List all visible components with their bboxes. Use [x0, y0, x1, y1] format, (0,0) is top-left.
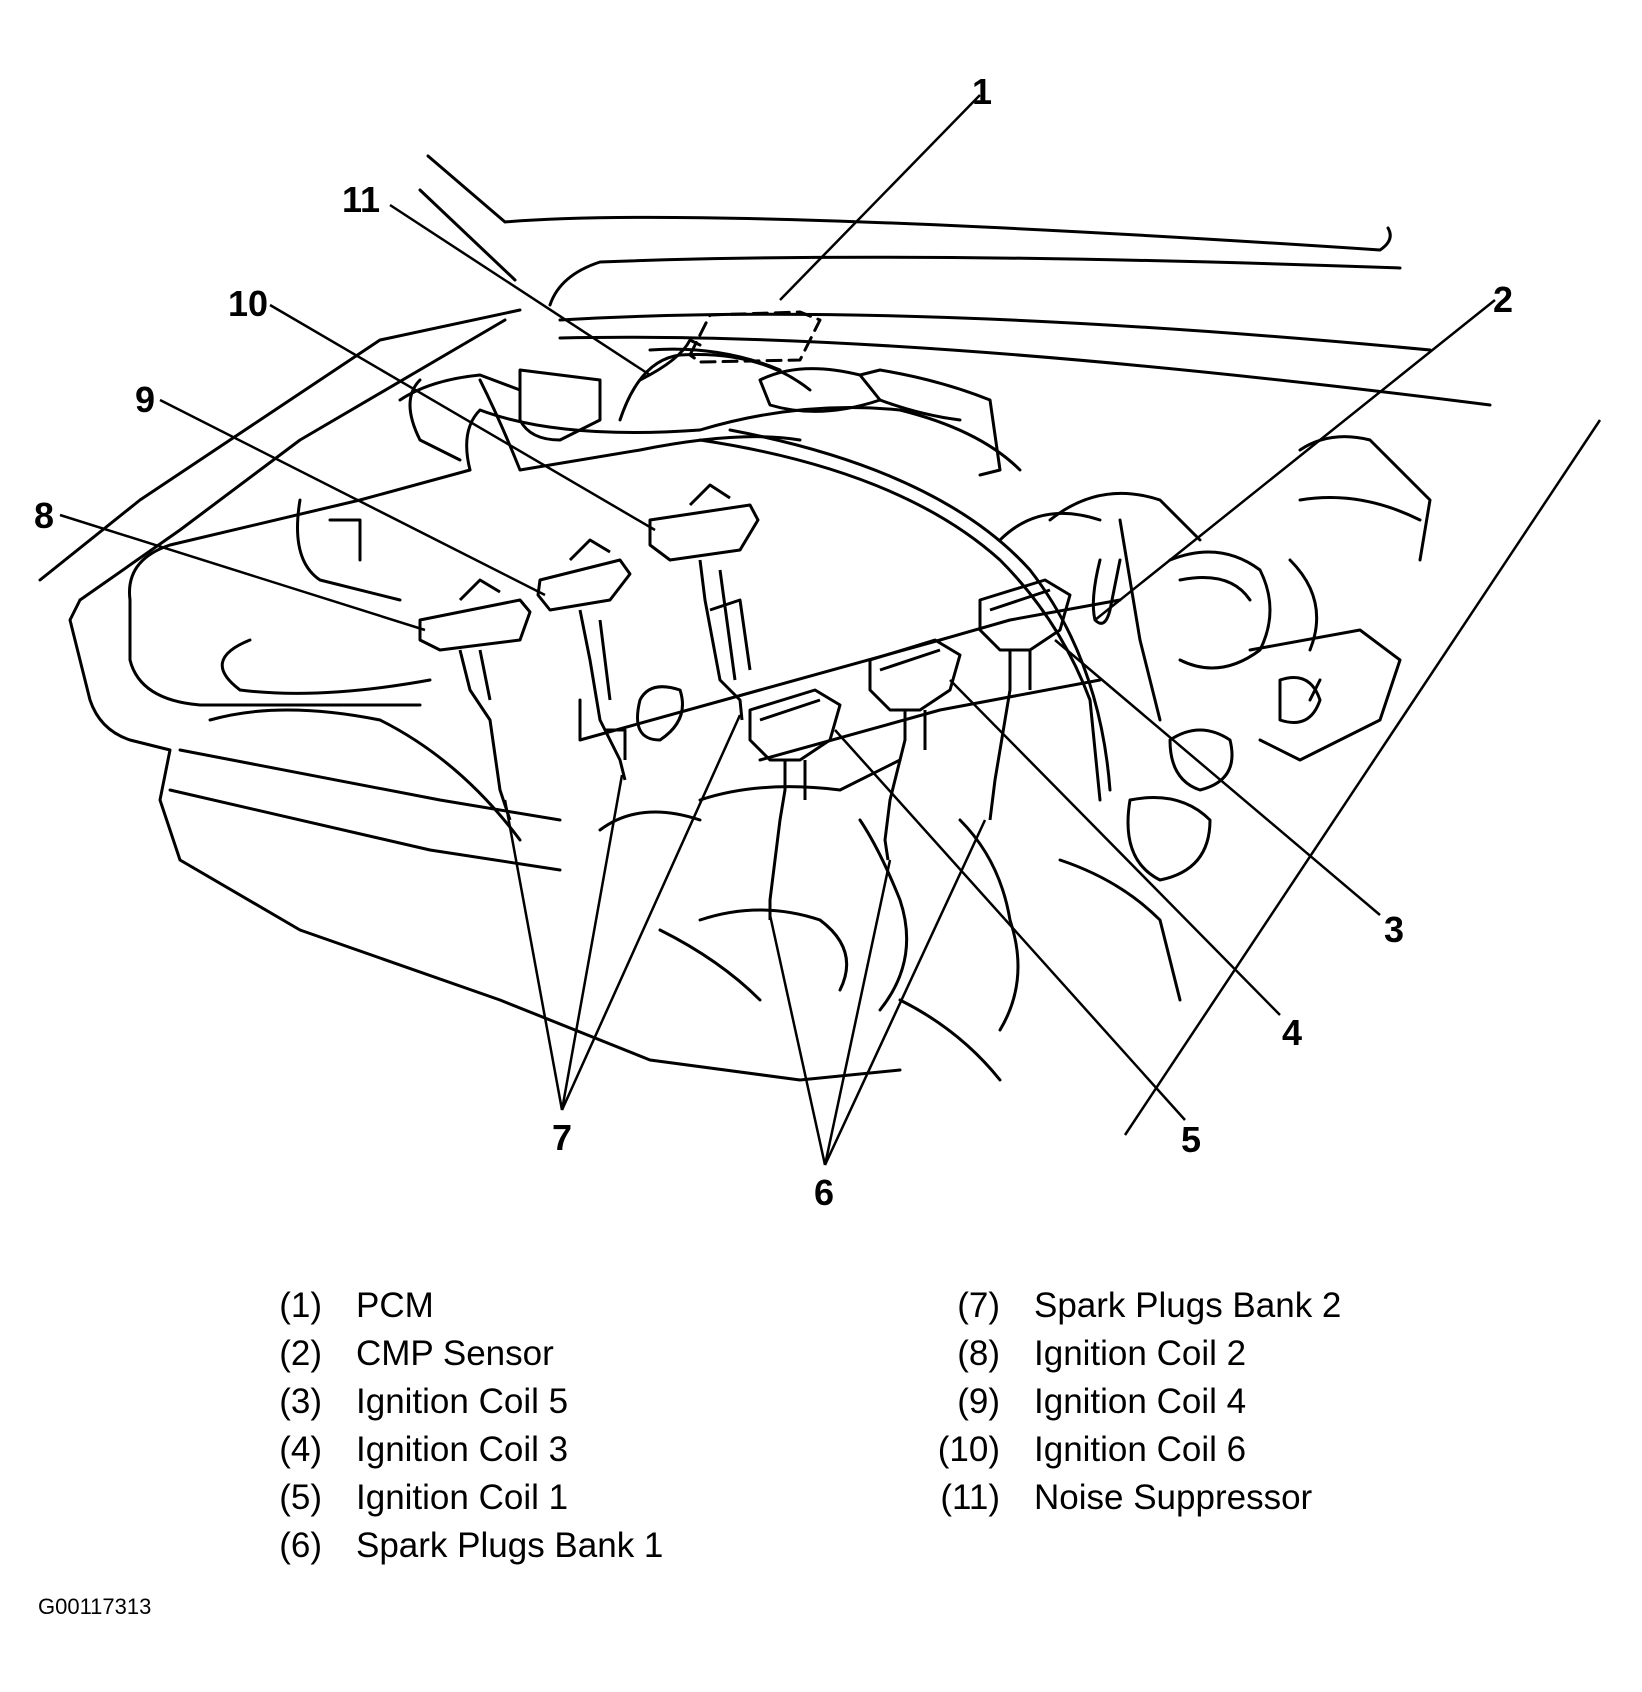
legend-item: (7)Spark Plugs Bank 2: [957, 1286, 1342, 1325]
legend-item: (8)Ignition Coil 2: [957, 1334, 1247, 1373]
callout-2: 2: [1493, 279, 1513, 320]
callout-8: 8: [34, 495, 54, 536]
legend-item: (4)Ignition Coil 3: [279, 1430, 569, 1469]
callout-4: 4: [1282, 1012, 1302, 1053]
leader-lines: [59, 94, 1602, 1166]
callout-10: 10: [228, 283, 268, 324]
callout-11: 11: [342, 179, 380, 220]
ignition-coil-4: [536, 538, 632, 781]
legend-item: (10)Ignition Coil 6: [937, 1430, 1247, 1469]
ignition-coil-5: [978, 578, 1072, 821]
legend-item: (5)Ignition Coil 1: [279, 1478, 569, 1517]
callout-7: 7: [552, 1117, 572, 1158]
callout-1: 1: [972, 71, 992, 112]
callout-6: 6: [814, 1172, 834, 1213]
legend-item: (1)PCM: [279, 1286, 434, 1325]
ignition-coils: [418, 483, 1072, 920]
callout-labels: 1 2 3 4 5 6 7 8 9 10 11: [34, 71, 1513, 1213]
ignition-coil-6: [648, 483, 760, 721]
legend-item: (2)CMP Sensor: [279, 1334, 554, 1373]
ignition-coil-3: [868, 638, 962, 861]
callout-9: 9: [135, 379, 155, 420]
figure-id: G00117313: [38, 1594, 152, 1619]
ignition-coil-2: [418, 578, 532, 821]
legend-item: (3)Ignition Coil 5: [279, 1382, 569, 1421]
callout-5: 5: [1181, 1119, 1201, 1160]
engine-line-art: [38, 154, 1492, 1082]
legend-item: (11)Noise Suppressor: [940, 1478, 1313, 1517]
legend-item: (9)Ignition Coil 4: [957, 1382, 1247, 1421]
legend-item: (6)Spark Plugs Bank 1: [279, 1526, 664, 1565]
callout-3: 3: [1384, 909, 1404, 950]
ignition-coil-1: [748, 688, 842, 920]
